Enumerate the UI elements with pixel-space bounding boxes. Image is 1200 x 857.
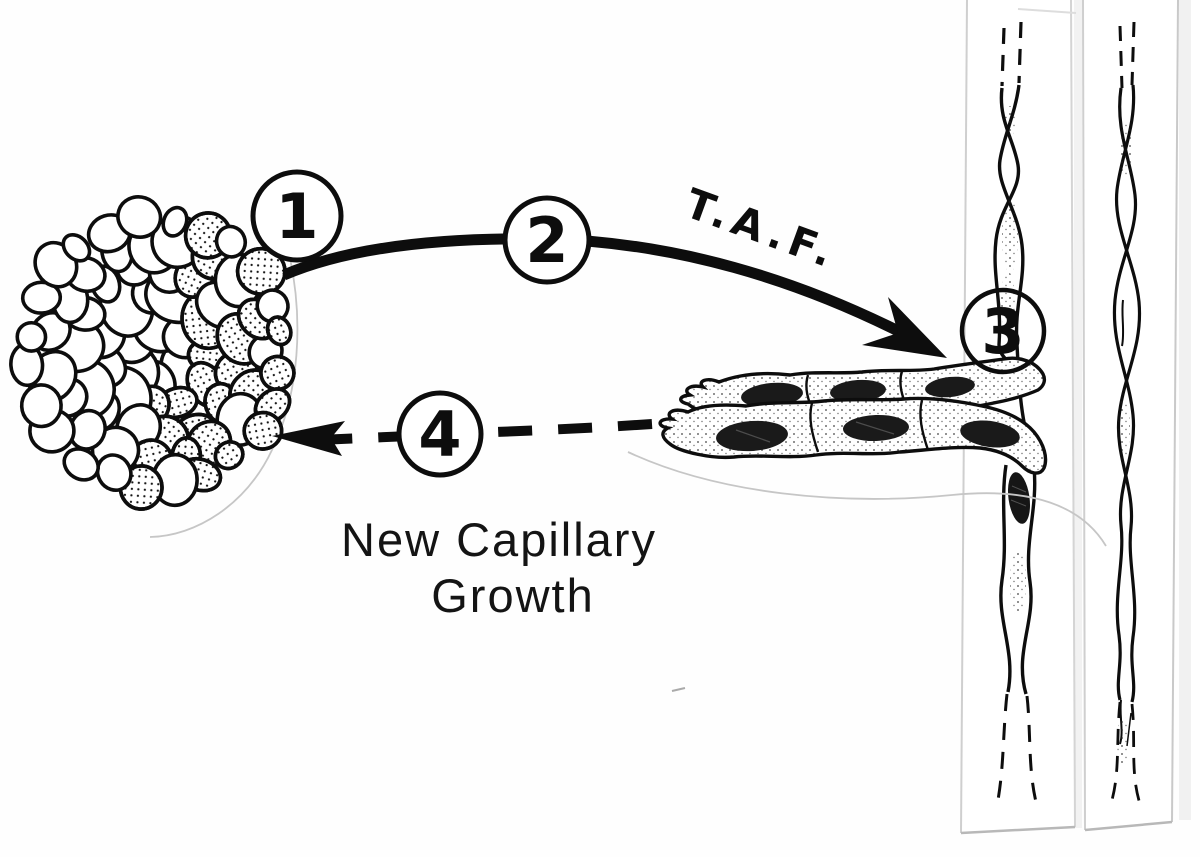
scan-speck <box>671 687 686 692</box>
step-number-3: 3 <box>981 295 1024 368</box>
step-number-1: 1 <box>275 180 318 253</box>
step-number-4: 4 <box>418 398 461 471</box>
endothelial-nucleus <box>1007 472 1031 524</box>
endothelial-nucleus <box>925 376 975 398</box>
sprout-cut-shadow <box>627 451 1107 547</box>
endothelial-nucleus <box>843 414 909 442</box>
step-number-2: 2 <box>525 204 568 277</box>
endothelial-nucleus <box>830 379 886 403</box>
step-circle-2: 2 <box>502 195 592 285</box>
parent-vessel-left <box>993 21 1038 803</box>
tumor-cut-shadow <box>149 257 299 538</box>
step-circle-4: 4 <box>396 390 484 478</box>
caption-line-1: New Capillary <box>341 513 657 566</box>
step-circle-3: 3 <box>959 287 1047 375</box>
capillary-growth-arrow <box>272 419 653 456</box>
tumor-cell-mass <box>9 195 296 511</box>
endothelial-nucleus <box>716 420 788 452</box>
taf-arrow <box>281 233 947 358</box>
endothelial-nucleus <box>960 420 1020 448</box>
parent-vessel-right <box>1110 21 1142 805</box>
capillary-sprout-lower <box>658 396 1048 475</box>
caption-line-2: Growth <box>431 569 595 622</box>
growth-arrowhead <box>272 421 345 456</box>
taf-arrowhead <box>862 297 947 358</box>
vessel-paper-strips <box>960 0 1191 835</box>
step-circle-1: 1 <box>250 169 344 263</box>
